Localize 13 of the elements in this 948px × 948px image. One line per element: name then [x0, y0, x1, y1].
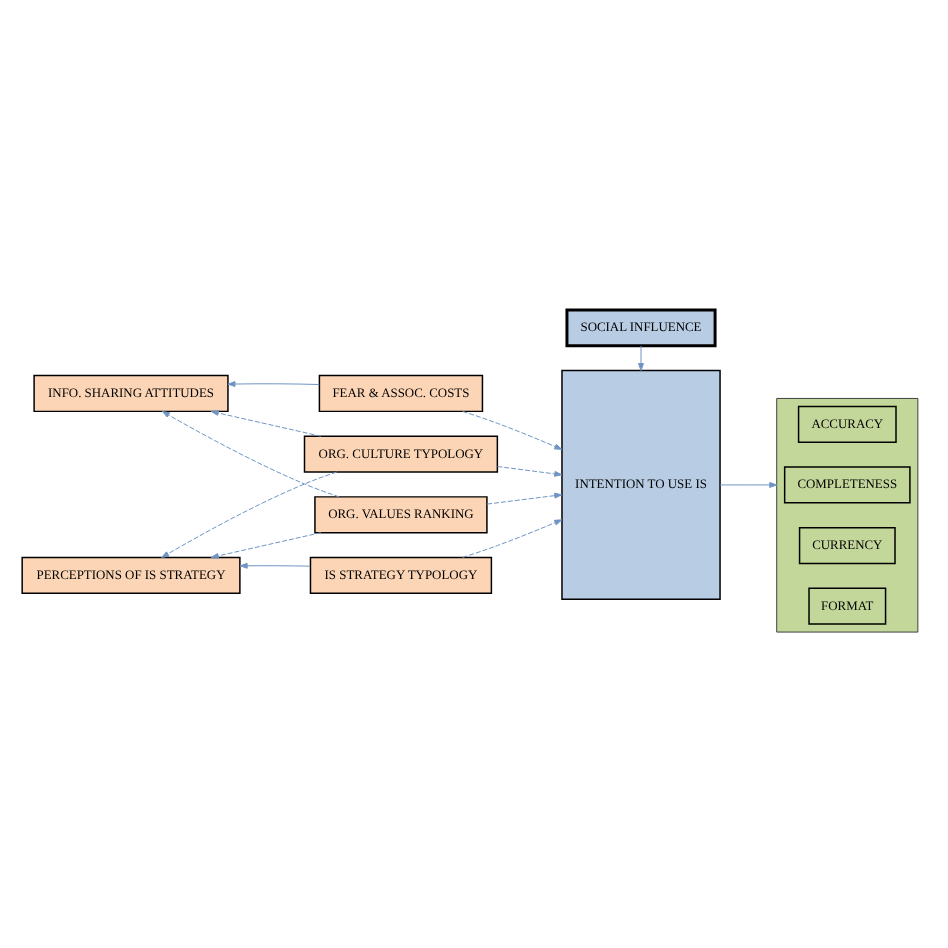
arrow: [486, 491, 563, 504]
arrow: [239, 561, 311, 568]
cluster: [776, 396, 919, 632]
arrow: [210, 409, 322, 436]
arrow: [462, 518, 563, 557]
arrow: [462, 409, 563, 449]
arrow: [227, 380, 320, 386]
arrow: [638, 344, 644, 370]
arrow: [719, 481, 778, 487]
arrow: [161, 409, 340, 497]
arrow: [210, 531, 322, 558]
arrow: [496, 465, 563, 476]
arrow: [161, 470, 338, 557]
